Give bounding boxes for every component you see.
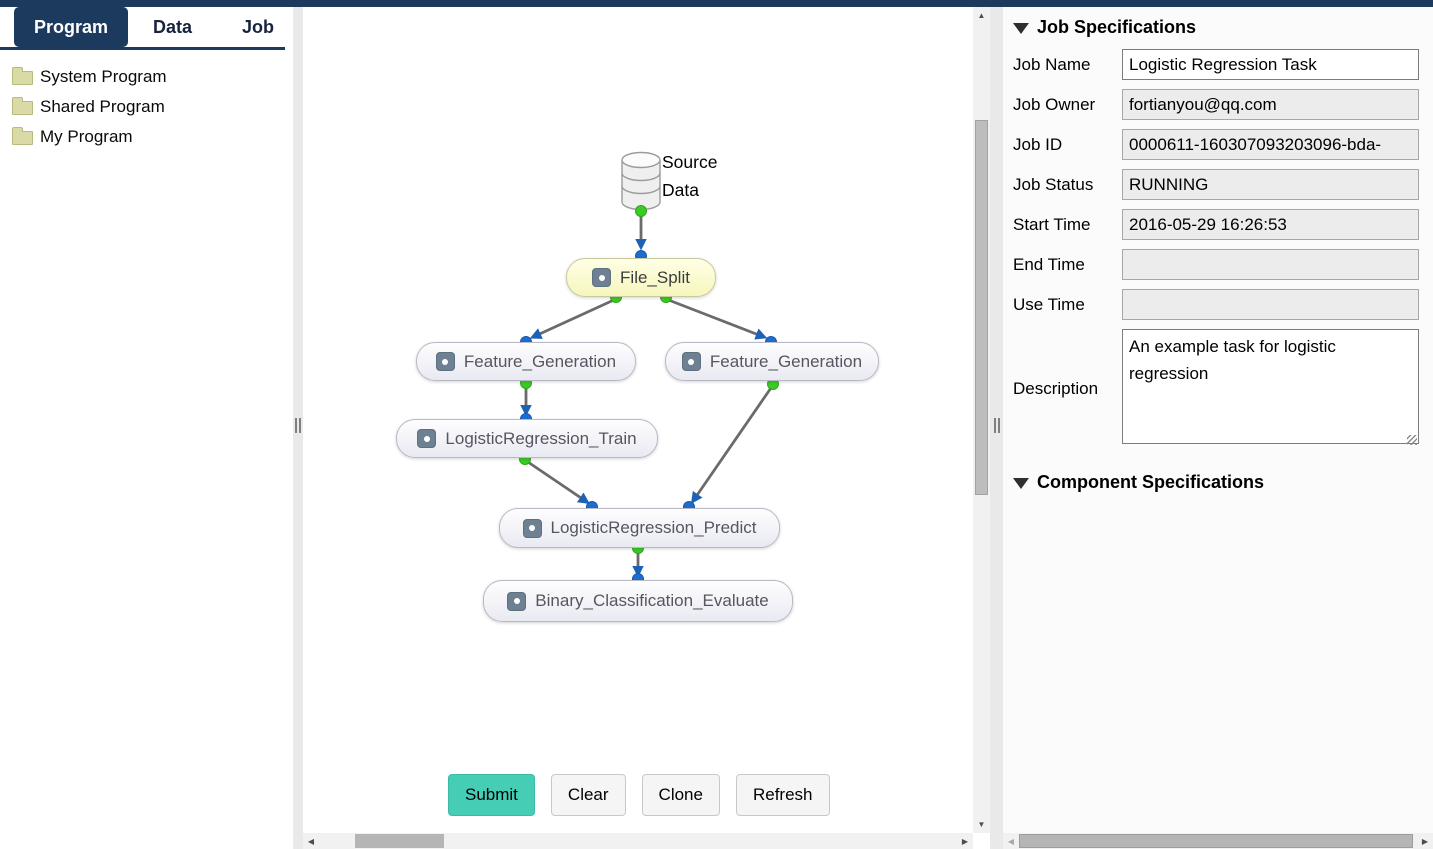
tab-program[interactable]: Program [14,7,129,47]
sidebar-tabs: Program Data Job [0,7,293,47]
horizontal-scrollbar-thumb[interactable] [1019,834,1413,848]
canvas-action-buttons: Submit Clear Clone Refresh [448,774,830,816]
job-specifications-panel: Job Specifications Job Name Job Owner Jo… [1003,7,1433,833]
job-owner-input [1122,89,1419,120]
submit-button[interactable]: Submit [448,774,535,816]
canvas-horizontal-scrollbar[interactable]: ◀ ▶ [303,833,973,849]
edge-fgright-to-lrpredict [690,384,775,504]
node-file-split[interactable]: File_Split [566,258,716,297]
node-logisticregression-train[interactable]: LogisticRegression_Train [396,419,658,458]
node-feature-generation-right[interactable]: Feature_Generation [665,342,879,381]
folder-shared-program[interactable]: Shared Program [12,92,293,122]
source-data-icon[interactable] [621,151,661,211]
vertical-scrollbar-thumb[interactable] [975,120,988,495]
component-specifications-header[interactable]: Component Specifications [1013,469,1419,495]
workflow-edges-layer [519,151,779,585]
folder-label: My Program [40,127,133,146]
node-label: LogisticRegression_Predict [550,518,757,537]
output-port[interactable] [635,205,647,217]
refresh-button[interactable]: Refresh [735,774,830,816]
edge-filesplit-to-fg-right [665,297,768,340]
scroll-up-icon[interactable]: ▲ [977,11,986,20]
component-icon [435,352,455,371]
tab-job[interactable]: Job [242,16,275,37]
scroll-right-icon[interactable]: ▶ [961,836,969,846]
panel-splitter[interactable] [990,7,1003,849]
clear-button[interactable]: Clear [550,774,626,816]
node-label: File_Split [620,267,690,287]
component-icon [681,352,701,371]
folder-icon [12,127,33,145]
folder-icon [12,67,33,85]
horizontal-scrollbar-thumb[interactable] [355,834,444,848]
job-owner-label: Job Owner [1013,94,1096,114]
edge-filesplit-to-fg-left [529,297,617,339]
job-status-input [1122,169,1419,200]
node-label: LogisticRegression_Train [445,428,637,448]
job-status-label: Job Status [1013,174,1094,194]
use-time-input [1122,289,1419,320]
folder-my-program[interactable]: My Program [12,122,293,152]
splitter-grip-icon [295,418,301,433]
scroll-left-icon[interactable]: ◀ [1007,836,1015,846]
end-time-label: End Time [1013,254,1085,274]
component-icon [507,591,527,611]
source-data-label: Source Data [662,152,718,200]
job-name-input[interactable] [1122,49,1419,80]
job-name-label: Job Name [1013,54,1091,74]
clone-button[interactable]: Clone [641,774,720,816]
collapse-triangle-icon [1013,22,1029,34]
scroll-right-icon[interactable]: ▶ [1421,836,1429,846]
canvas-vertical-scrollbar[interactable]: ▲ ▼ [973,7,990,833]
start-time-label: Start Time [1013,214,1091,234]
job-id-label: Job ID [1013,134,1063,154]
collapse-triangle-icon [1013,477,1029,489]
node-logisticregression-predict[interactable]: LogisticRegression_Predict [499,508,780,548]
splitter-grip-icon [993,418,1000,433]
folder-label: Shared Program [40,97,165,116]
tab-data[interactable]: Data [153,16,193,37]
section-title: Component Specifications [1037,471,1265,492]
tab-underline [0,47,285,50]
node-label: Binary_Classification_Evaluate [535,591,769,610]
scroll-down-icon[interactable]: ▼ [977,820,986,829]
folder-label: System Program [40,67,167,86]
component-icon [522,518,542,538]
scroll-left-icon[interactable]: ◀ [307,836,315,846]
node-feature-generation-left[interactable]: Feature_Generation [416,342,636,381]
job-specifications-header[interactable]: Job Specifications [1013,14,1419,40]
workflow-canvas[interactable]: Source Data File_Split Feature_Generatio… [303,7,973,833]
end-time-input [1122,249,1419,280]
node-binary-classification-evaluate[interactable]: Binary_Classification_Evaluate [483,580,793,622]
description-label: Description [1013,379,1099,398]
component-icon [417,429,437,448]
job-id-input [1122,129,1419,160]
start-time-input [1122,209,1419,240]
folder-icon [12,97,33,115]
resize-handle-icon[interactable] [1407,435,1417,445]
description-textarea[interactable]: An example task for logistic regression [1122,329,1419,444]
use-time-label: Use Time [1013,294,1085,314]
sidebar: Program Data Job System Program Shared P… [0,7,293,849]
edge-lrtrain-to-lrpredict [524,458,590,504]
sidebar-splitter[interactable] [293,7,303,849]
node-label: Feature_Generation [709,351,863,371]
top-accent-bar [0,0,1433,7]
node-label: Feature_Generation [463,351,617,371]
component-icon [592,268,612,287]
section-title: Job Specifications [1037,16,1197,37]
folder-system-program[interactable]: System Program [12,62,293,92]
panel-horizontal-scrollbar[interactable]: ◀ ▶ [1003,833,1433,849]
scrollbar-corner [973,833,990,849]
program-folder-list: System Program Shared Program My Program [0,50,293,152]
